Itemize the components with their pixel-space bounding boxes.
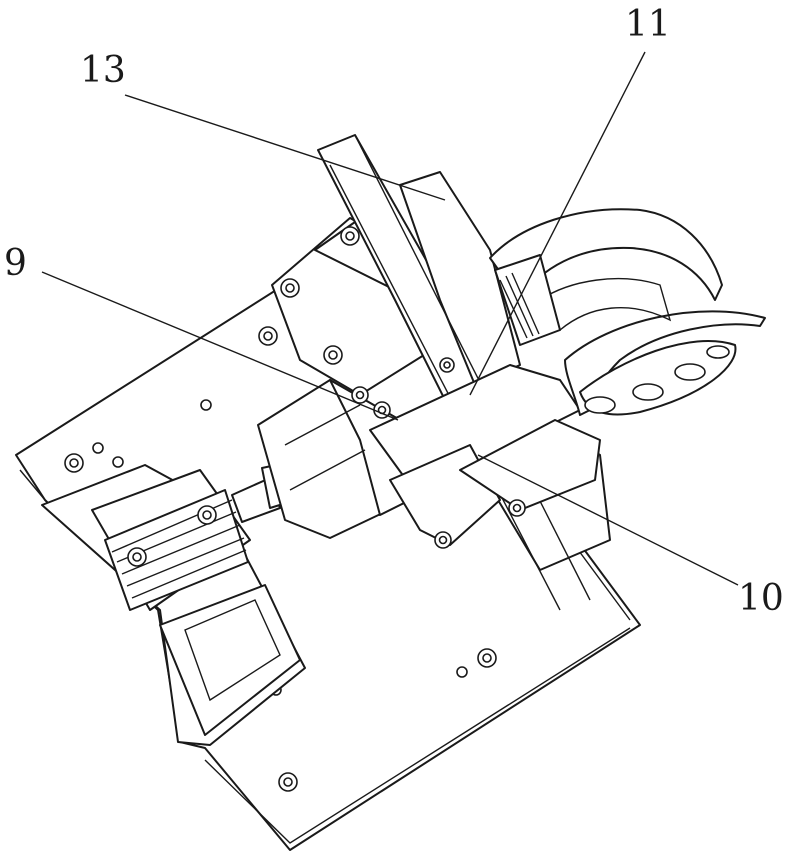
label-9: 9	[4, 243, 27, 284]
slider-bar	[351, 357, 601, 549]
label-13: 13	[80, 50, 126, 91]
label-11: 11	[625, 4, 671, 45]
plate-holes	[64, 326, 497, 792]
leader-11	[469, 51, 646, 396]
leader-lines	[41, 51, 739, 586]
left-clamp-bracket	[41, 464, 306, 746]
curved-workpiece	[489, 208, 766, 416]
leader-9	[41, 271, 399, 421]
label-10: 10	[738, 578, 784, 619]
leader-13	[124, 94, 446, 201]
leader-10	[477, 454, 739, 586]
callout-labels: 13 11 9 10	[4, 4, 784, 619]
